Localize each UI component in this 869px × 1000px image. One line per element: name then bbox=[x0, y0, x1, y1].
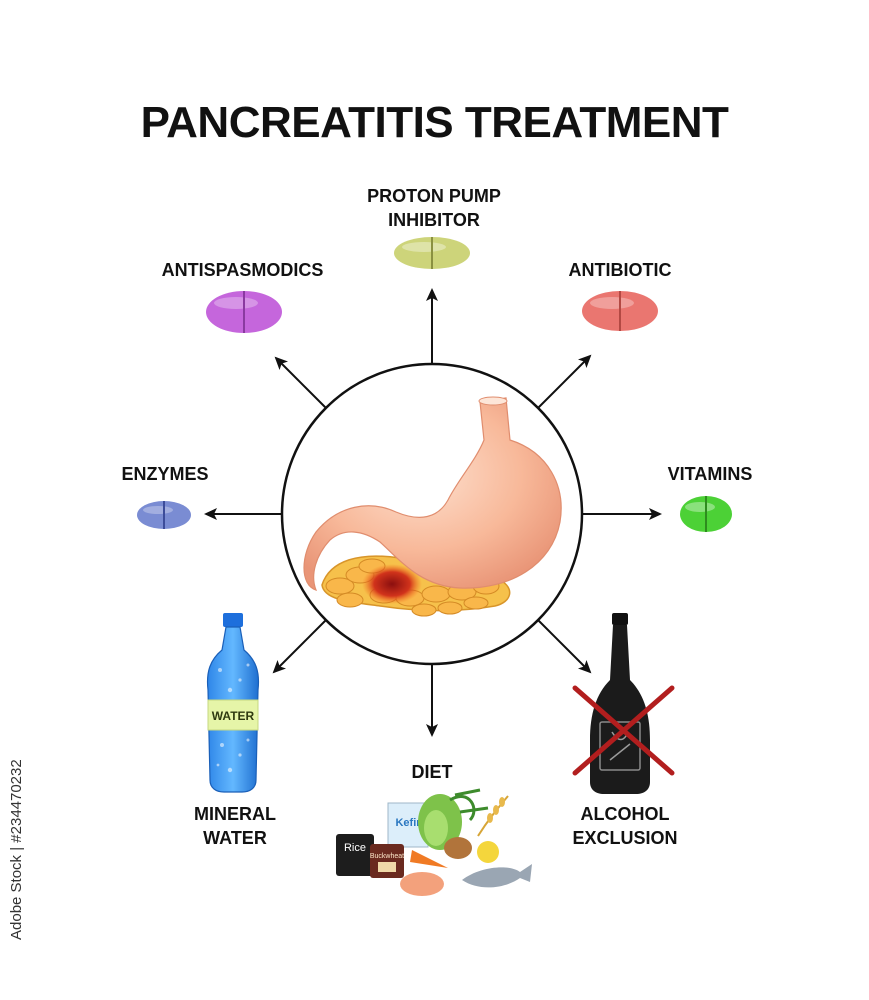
arrow-alcohol bbox=[537, 619, 592, 674]
stomach-illustration bbox=[303, 396, 562, 591]
label-mineral-water: MINERAL WATER bbox=[194, 804, 276, 848]
water-bottle-illustration: WATER bbox=[206, 613, 260, 793]
pill-antispasmodics bbox=[206, 291, 282, 333]
pill-proton-pump bbox=[394, 237, 470, 269]
diet-illustration: Kefir Rice Buckwheat bbox=[336, 788, 532, 896]
svg-text:Buckwheat: Buckwheat bbox=[370, 853, 404, 860]
svg-text:Kefir: Kefir bbox=[395, 817, 421, 829]
label-antibiotic: ANTIBIOTIC bbox=[568, 260, 672, 280]
arrow-mineral-water bbox=[272, 619, 327, 674]
pill-vitamins bbox=[680, 496, 732, 532]
water-bottle-label: WATER bbox=[212, 709, 255, 723]
label-enzymes: ENZYMES bbox=[121, 464, 209, 484]
page-title: PANCREATITIS TREATMENT bbox=[140, 98, 729, 147]
svg-text:Rice: Rice bbox=[344, 842, 366, 854]
pill-antibiotic bbox=[582, 291, 658, 331]
label-proton-pump-inhibitor: PROTON PUMP INHIBITOR bbox=[367, 186, 501, 230]
label-diet: DIET bbox=[411, 762, 453, 782]
cross-icon bbox=[572, 685, 675, 776]
label-antispasmodics: ANTISPASMODICS bbox=[161, 260, 324, 280]
label-alcohol-exclusion: ALCOHOL EXCLUSION bbox=[572, 804, 678, 848]
alcohol-bottle-illustration bbox=[572, 613, 675, 794]
arrow-antibiotic bbox=[537, 354, 592, 409]
arrow-antispasmodics bbox=[274, 356, 327, 409]
arrows bbox=[204, 288, 662, 737]
pill-enzymes bbox=[137, 501, 191, 529]
label-vitamins: VITAMINS bbox=[667, 464, 753, 484]
